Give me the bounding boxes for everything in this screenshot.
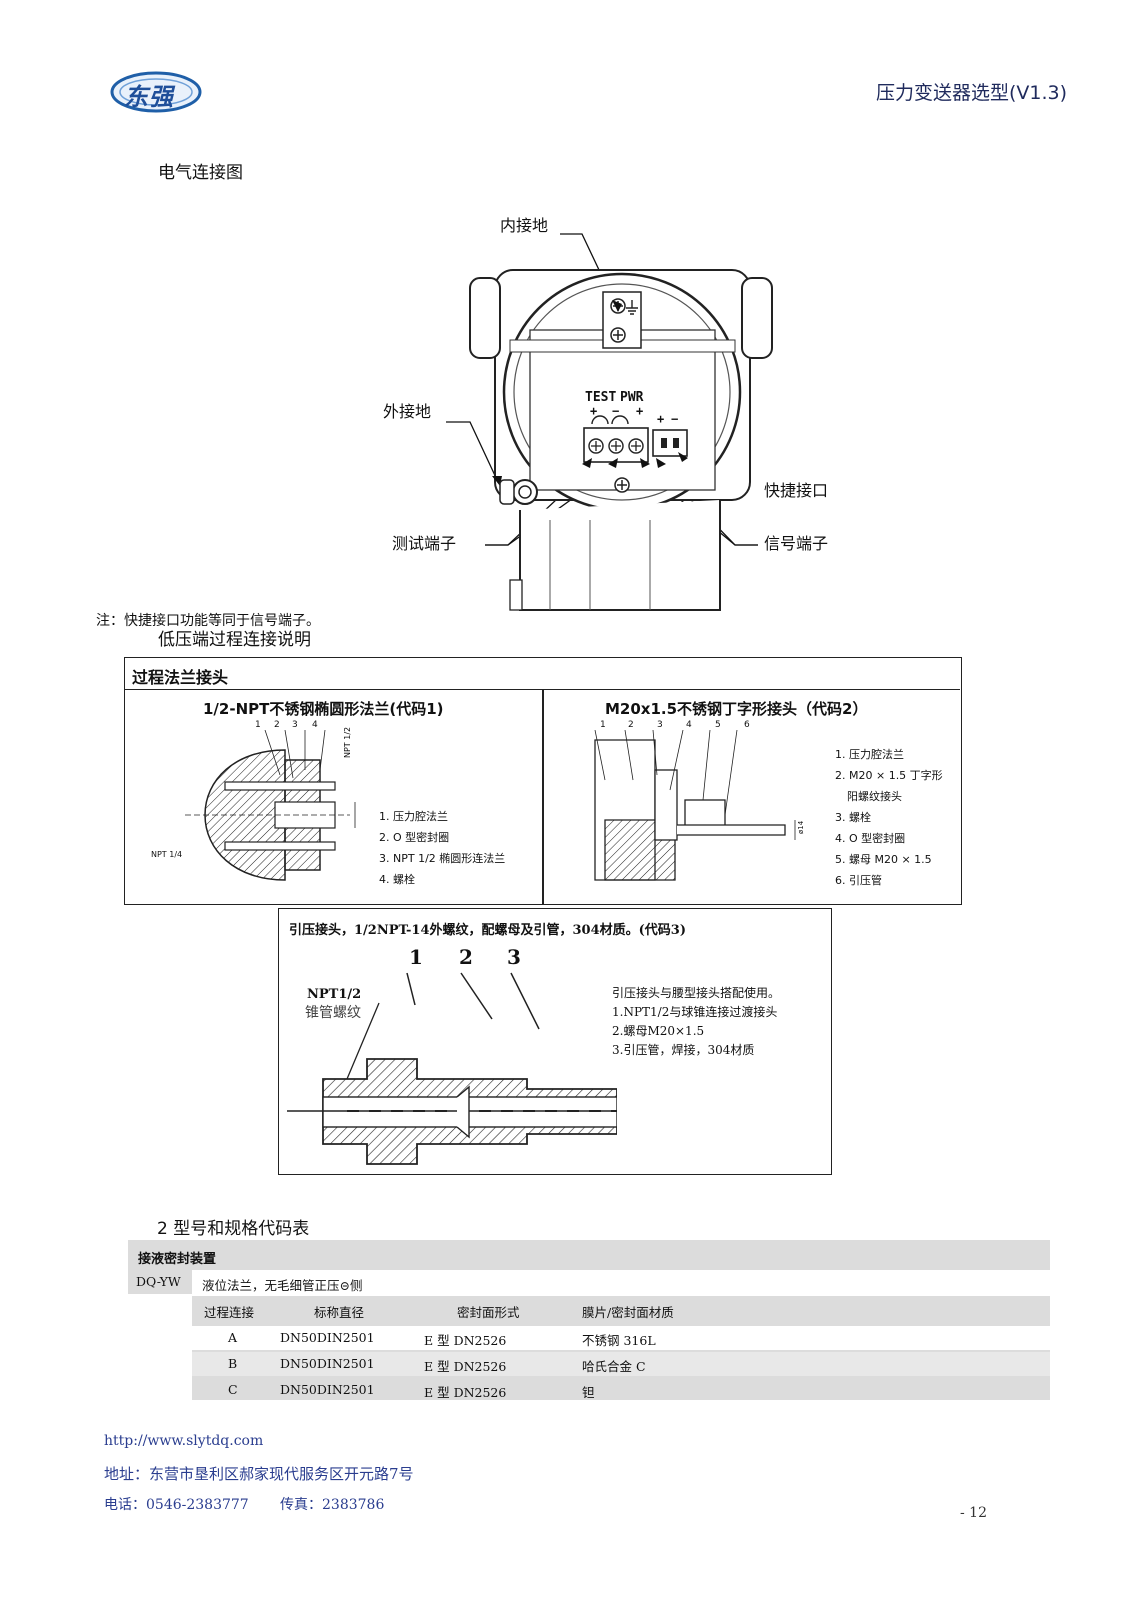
logo-text: 东强 <box>124 83 174 111</box>
table-cell: E 型 DN2526 <box>424 1385 507 1400</box>
panel2-num-1: 1 <box>600 720 606 730</box>
table-cell: 钽 <box>582 1385 595 1400</box>
panel2-num-3: 3 <box>657 720 663 730</box>
callout-internal-ground: 内接地 <box>500 216 549 235</box>
spec-code: DQ-YW <box>136 1274 181 1289</box>
footer-url[interactable]: http://www.slytdq.com <box>104 1433 264 1449</box>
legend-item: 4. O 型密封圈 <box>835 832 906 845</box>
test-label: TEST <box>585 390 617 405</box>
panel1-title: 1/2-NPT不锈钢椭圆形法兰(代码1) <box>203 700 444 718</box>
section-title-process: 低压端过程连接说明 <box>158 630 311 650</box>
npt-flange-drawing <box>185 730 356 881</box>
company-logo: 东强 <box>110 70 202 114</box>
legend-item: 1.NPT1/2与球锥连接过渡接头 <box>612 1005 778 1019</box>
spec-header-bar: 接液密封装置 <box>128 1240 1050 1270</box>
legend-item: 5. 螺母 M20 × 1.5 <box>835 853 932 866</box>
minus-circle-icon: ⊝ <box>339 1278 350 1293</box>
table-cell: DN50DIN2501 <box>280 1356 375 1371</box>
table-cell: E 型 DN2526 <box>424 1359 507 1374</box>
dim-label: ø14 <box>797 820 805 834</box>
legend-item: 2. O 型密封圈 <box>379 831 450 844</box>
electrical-connection-diagram <box>446 233 773 611</box>
col-material: 膜片/密封面材质 <box>582 1305 674 1320</box>
panel3-title: 引压接头，1/2NPT-14外螺纹，配螺母及引管，304材质。(代码3) <box>289 923 686 938</box>
panel3-num-3: 3 <box>507 945 521 969</box>
panel1-num-1: 1 <box>255 720 261 730</box>
legend-item: 3. 螺栓 <box>835 811 871 824</box>
process-box-title: 过程法兰接头 <box>132 668 229 687</box>
table-cell: DN50DIN2501 <box>280 1330 375 1345</box>
callout-test-terminal: 测试端子 <box>392 534 457 553</box>
document-title: 压力变送器选型(V1.3) <box>875 82 1067 104</box>
footer-address: 地址：东营市垦利区郝家现代服务区开元路7号 <box>104 1465 414 1483</box>
legend-item: 阳螺纹接头 <box>847 790 902 803</box>
callout-quick-connector: 快捷接口 <box>764 481 829 500</box>
spec-code-desc-tail: 侧 <box>350 1278 363 1293</box>
footer-fax: 传真：2383786 <box>280 1497 385 1513</box>
legend-item: 1. 压力腔法兰 <box>379 810 448 823</box>
spec-code-desc-text: 液位法兰，无毛细管正压 <box>202 1278 340 1293</box>
table-cell: DN50DIN2501 <box>280 1382 375 1397</box>
npt-sub-label: 锥管螺纹 <box>305 1005 361 1021</box>
pwr-label: PWR <box>620 390 644 405</box>
panel1-num-2: 2 <box>274 720 280 730</box>
legend-item: 引压接头与腰型接头搭配使用。 <box>612 986 781 1000</box>
table-cell: 不锈钢 316L <box>582 1333 656 1348</box>
panel1-num-4: 4 <box>312 720 318 730</box>
table-row: C <box>228 1382 238 1397</box>
npt-half-label: NPT 1/2 <box>343 726 352 758</box>
callout-signal-terminal: 信号端子 <box>764 534 829 553</box>
legend-item: 6. 引压管 <box>835 874 882 887</box>
quick-plus: + <box>657 412 665 426</box>
process-flange-box: 过程法兰接头 1/2-NPT不锈钢椭圆形法兰(代码1) 1 2 3 4 NPT … <box>124 657 962 905</box>
panel2-num-6: 6 <box>744 720 750 730</box>
quick-minus: − <box>671 412 679 426</box>
panel3-num-2: 2 <box>459 945 473 969</box>
panel2-legend: 1. 压力腔法兰 2. M20 × 1.5 丁字形 阳螺纹接头 3. 螺栓 4.… <box>835 744 943 891</box>
col-nominal-diameter: 标称直径 <box>314 1305 365 1320</box>
page-number: - 12 <box>960 1505 987 1521</box>
panel2-num-2: 2 <box>628 720 634 730</box>
legend-item: 2.螺母M20×1.5 <box>612 1024 705 1038</box>
panel3-num-1: 1 <box>409 945 423 969</box>
table-cell: E 型 DN2526 <box>424 1333 507 1348</box>
note-quick-connector: 注：快捷接口功能等同于信号端子。 <box>96 613 320 629</box>
spec-header: 接液密封装置 <box>138 1252 217 1267</box>
section-title-spec: 2 型号和规格代码表 <box>157 1219 310 1239</box>
section-title-electrical: 电气连接图 <box>158 163 243 183</box>
panel2-num-5: 5 <box>715 720 721 730</box>
callout-external-ground: 外接地 <box>383 402 432 421</box>
panel1-legend: 1. 压力腔法兰 2. O 型密封圈 3. NPT 1/2 椭圆形连法兰 4. … <box>379 806 505 890</box>
table-row: A <box>228 1330 238 1345</box>
table-row: B <box>228 1356 238 1371</box>
pressure-fitting-drawing <box>287 972 617 1165</box>
tee-fitting-drawing <box>594 730 796 881</box>
col-process-connection: 过程连接 <box>204 1305 255 1320</box>
legend-item: 2. M20 × 1.5 丁字形 <box>835 769 943 782</box>
legend-item: 4. 螺栓 <box>379 873 415 886</box>
col-seal-face: 密封面形式 <box>457 1305 520 1320</box>
spec-table: 过程连接 标称直径 密封面形式 膜片/密封面材质 A DN50DIN2501 E… <box>192 1296 1050 1400</box>
panel1-num-3: 3 <box>292 720 298 730</box>
legend-item: 3. NPT 1/2 椭圆形连法兰 <box>379 852 506 865</box>
panel3-box: 引压接头，1/2NPT-14外螺纹，配螺母及引管，304材质。(代码3) 1 2… <box>278 908 832 1175</box>
panel3-legend: 引压接头与腰型接头搭配使用。 1.NPT1/2与球锥连接过渡接头 2.螺母M20… <box>612 984 780 1060</box>
panel2-title: M20x1.5不锈钢丁字形接头（代码2） <box>605 700 868 718</box>
legend-item: 3.引压管，焊接，304材质 <box>612 1043 755 1057</box>
panel2-num-4: 4 <box>686 720 692 730</box>
legend-item: 1. 压力腔法兰 <box>835 748 904 761</box>
spec-code-desc: 液位法兰，无毛细管正压⊝侧 <box>202 1275 363 1294</box>
table-cell: 哈氏合金 C <box>582 1359 646 1374</box>
spec-code-cell: DQ-YW <box>128 1270 192 1294</box>
footer-phone: 电话：0546-2383777 <box>104 1497 249 1513</box>
pwr-plus: + <box>636 404 644 418</box>
test-plus: + <box>590 404 598 418</box>
test-minus: − <box>612 404 620 418</box>
npt-quarter-label: NPT 1/4 <box>151 850 183 859</box>
npt-label: NPT1/2 <box>307 987 362 1002</box>
